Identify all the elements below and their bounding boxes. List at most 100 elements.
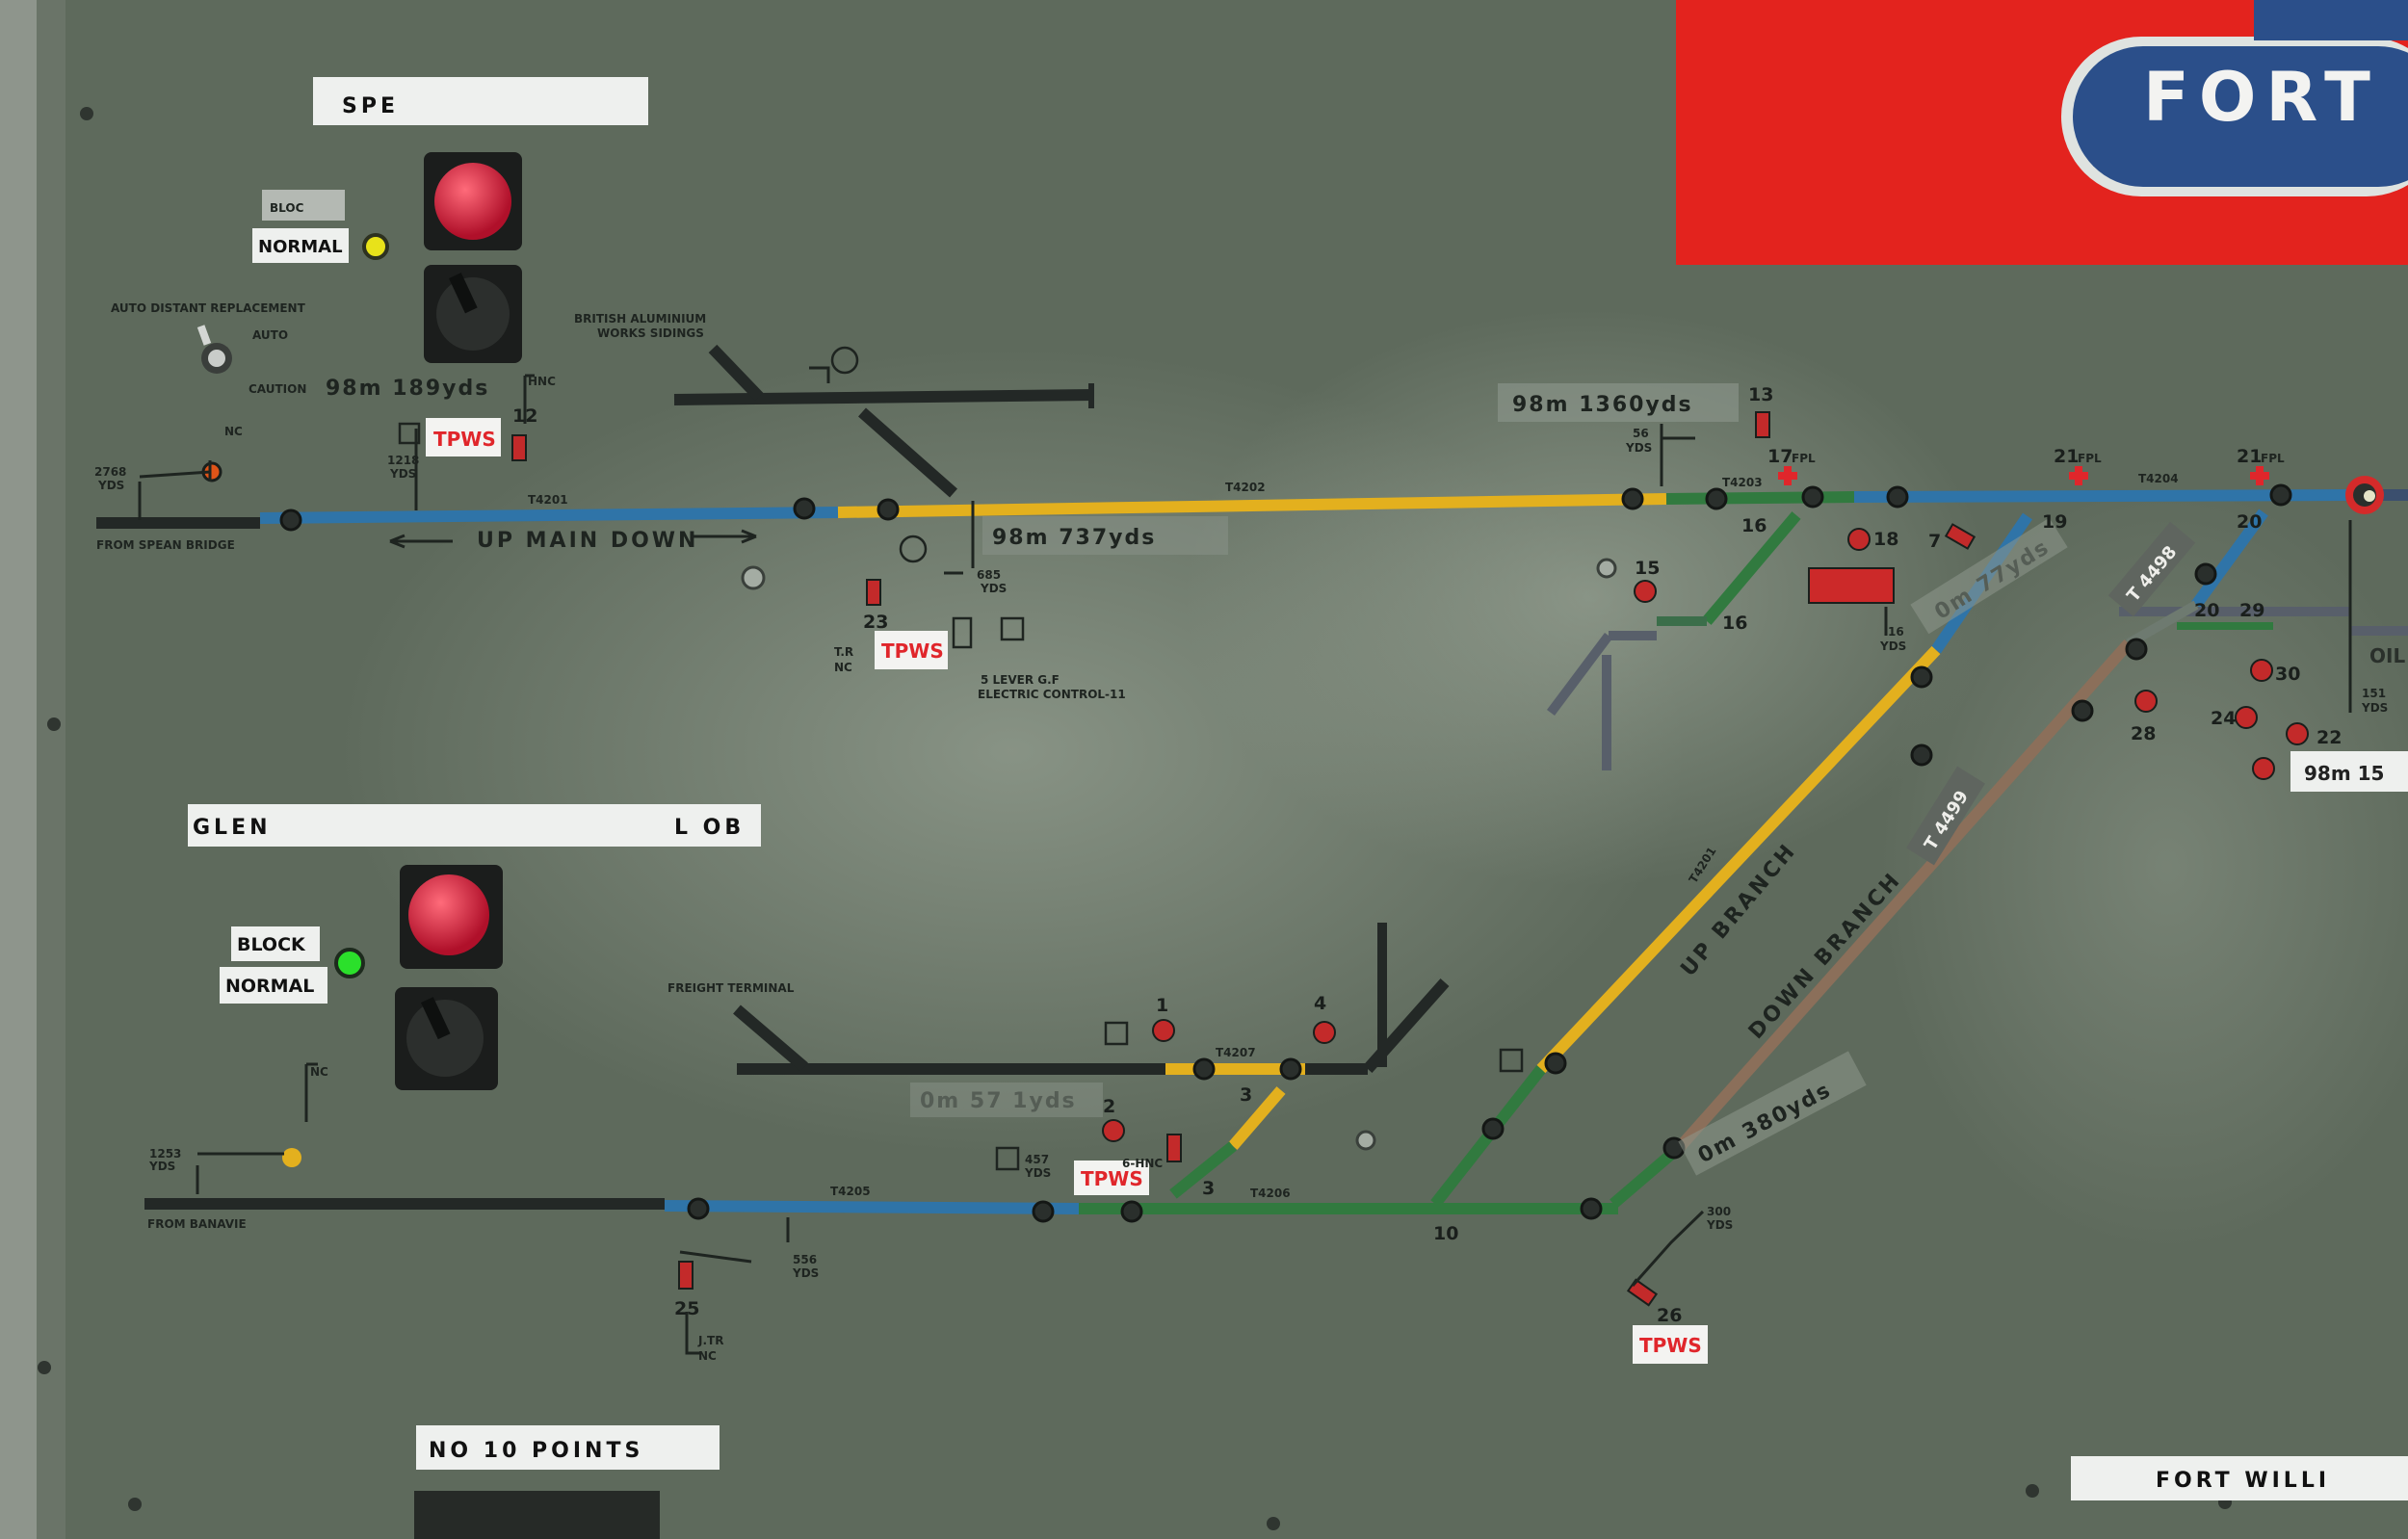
yard-300: 300: [1707, 1205, 1731, 1218]
track-t4205: T4205: [830, 1185, 871, 1198]
distance-98m-15: 98m 15: [2304, 762, 2384, 785]
nc-lamp-lower: [282, 1148, 301, 1167]
yard-1218: 1218: [387, 454, 419, 467]
yard-56: 56: [1633, 427, 1649, 440]
signal-24: 24: [2211, 708, 2236, 729]
track-t4202: T4202: [1225, 481, 1266, 494]
signal-7: 7: [1928, 531, 1941, 552]
normal-label-lower: NORMAL: [225, 976, 314, 997]
track-t4201: T4201: [528, 493, 568, 507]
signal-28: 28: [2131, 723, 2156, 744]
distance-98m-1360yds: 98m 1360yds: [1512, 393, 1693, 417]
block-button-upper-knob: [434, 163, 511, 240]
signal-16b: 16: [1722, 613, 1747, 634]
up-main-down-label: UP MAIN DOWN: [477, 529, 698, 553]
signal-29: 29: [2239, 600, 2264, 621]
station-board-text: FORT W: [2143, 58, 2408, 137]
caution-label: CAUTION: [249, 382, 306, 396]
yard-685: 685: [977, 568, 1001, 582]
tr-label-23: T.R: [834, 645, 853, 659]
track-t4204: T4204: [2138, 472, 2179, 485]
nc-lower: NC: [310, 1065, 328, 1079]
signal-21a: 21: [2054, 446, 2079, 467]
jtr-label-25: J.TR: [697, 1334, 723, 1347]
yard-457: 457: [1025, 1153, 1049, 1166]
electric-control-label: ELECTRIC CONTROL-11: [978, 688, 1126, 701]
track-t4206: T4206: [1250, 1187, 1291, 1200]
normal-label-upper: NORMAL: [258, 237, 343, 257]
british-aluminium-label: BRITISH ALUMINIUM: [574, 312, 706, 326]
signal-2: 2: [1103, 1096, 1115, 1117]
signal-21b: 21: [2237, 446, 2262, 467]
yard-300-yds: YDS: [1706, 1218, 1733, 1232]
block-label-upper: BLOC: [270, 201, 304, 215]
yard-2768-yds: YDS: [97, 479, 124, 492]
signal-10: 10: [1433, 1223, 1458, 1244]
glen-plate: [188, 804, 761, 847]
signal-15: 15: [1635, 558, 1660, 579]
signal-25: 25: [674, 1298, 699, 1319]
from-banavie-label: FROM BANAVIE: [147, 1217, 247, 1231]
normal-lamp-upper: [362, 233, 389, 260]
signal-22: 22: [2316, 727, 2342, 748]
yard-556-yds: YDS: [792, 1266, 819, 1280]
signal-19: 19: [2042, 511, 2067, 533]
signal-17: 17: [1767, 446, 1793, 467]
tpws-label-26: TPWS: [1639, 1334, 1702, 1357]
distance-0m-57-1yds: 0m 57 1yds: [920, 1089, 1077, 1113]
distance-98m-737yds: 98m 737yds: [992, 526, 1156, 550]
block-button-lower-knob: [408, 874, 489, 955]
track-t4207: T4207: [1216, 1046, 1256, 1059]
yard-2768: 2768: [94, 465, 126, 479]
yard-151-yds: YDS: [2361, 701, 2388, 715]
spean-plate-text: SPE: [342, 94, 399, 118]
from-spean-bridge-label: FROM SPEAN BRIDGE: [96, 538, 235, 552]
signal-20b: 20: [2194, 600, 2219, 621]
yard-151: 151: [2362, 687, 2386, 700]
auto-label: AUTO: [252, 328, 288, 342]
spean-plate: [313, 77, 648, 125]
signal-20: 20: [2237, 511, 2262, 533]
no10-plate: [416, 1425, 720, 1470]
signal-12: 12: [512, 405, 537, 427]
signal-23: 23: [863, 612, 888, 633]
fort-william-plate-text: FORT WILLI: [2156, 1469, 2330, 1493]
lever-gf-label: 5 LEVER G.F: [981, 673, 1060, 687]
signal-21a-fpl: FPL: [2078, 452, 2102, 465]
yard-1218-yds: YDS: [389, 467, 416, 481]
distance-98m-189yds: 98m 189yds: [326, 377, 489, 401]
yard-556: 556: [793, 1253, 817, 1266]
auto-distant-switch[interactable]: [208, 350, 225, 367]
tpws-label-2: TPWS: [1081, 1167, 1143, 1190]
tpws-label-12: TPWS: [433, 428, 496, 451]
fort-william-plate: [2071, 1456, 2408, 1500]
yard-685-yds: YDS: [980, 582, 1007, 595]
hnc-12: HNC: [528, 375, 556, 388]
signal-18: 18: [1873, 529, 1898, 550]
signal-21b-fpl: FPL: [2261, 452, 2285, 465]
nc-label-25: NC: [698, 1349, 717, 1363]
yard-1253: 1253: [149, 1147, 181, 1161]
glen-plate-text: GLEN: [193, 816, 272, 840]
yard-16-yds: YDS: [1879, 639, 1906, 653]
signal-17-fpl: FPL: [1792, 452, 1816, 465]
signal-3: 3: [1240, 1084, 1252, 1106]
signal-1: 1: [1156, 995, 1168, 1016]
works-sidings-label: WORKS SIDINGS: [597, 326, 704, 340]
yard-16: 16: [1888, 625, 1904, 639]
track-t4203: T4203: [1722, 476, 1763, 489]
signal-16: 16: [1741, 515, 1767, 536]
signal-13: 13: [1748, 384, 1773, 405]
signal-6-hnc: 6-HNC: [1122, 1157, 1163, 1170]
signal-30: 30: [2275, 664, 2300, 685]
no10-plate-text: NO 10 POINTS: [429, 1439, 643, 1463]
nc-label-23: NC: [834, 661, 852, 674]
block-label-lower: BLOCK: [237, 934, 306, 955]
nc-upper: NC: [224, 425, 243, 438]
oil-label: OIL: [2369, 644, 2405, 667]
signal-4: 4: [1314, 993, 1326, 1014]
yard-1253-yds: YDS: [148, 1160, 175, 1173]
yard-457-yds: YDS: [1024, 1166, 1051, 1180]
signal-3b: 3: [1202, 1178, 1215, 1199]
